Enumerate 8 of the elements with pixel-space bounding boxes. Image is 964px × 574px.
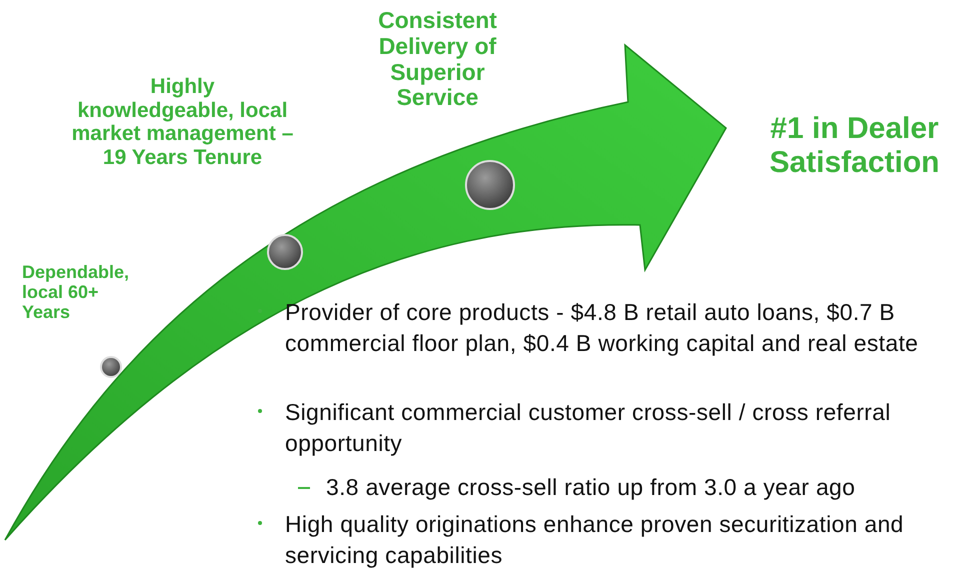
stage-label: Highly knowledgeable, local market management – 19 Years Tenure: [70, 75, 294, 170]
bullet-text: High quality originations enhance proven securitization and servicing capabilities: [285, 510, 905, 570]
bullet-text: Provider of core products - $4.8 B retail auto loans, $0.7 B commercial floor plan, $0.4 B working capital and real estate: [285, 298, 920, 358]
stage-label: #1 in Dealer Satisfaction: [768, 112, 941, 180]
stage-label: Dependable, local 60+ Years: [22, 262, 130, 322]
stage-label: Consistent Delivery of Superior Service: [377, 8, 498, 111]
bullet-text: Significant commercial customer cross-sell / cross referral opportunity: [285, 398, 892, 458]
bullet-text: 3.8 average cross-sell ratio up from 3.0 a year ago: [326, 473, 856, 502]
